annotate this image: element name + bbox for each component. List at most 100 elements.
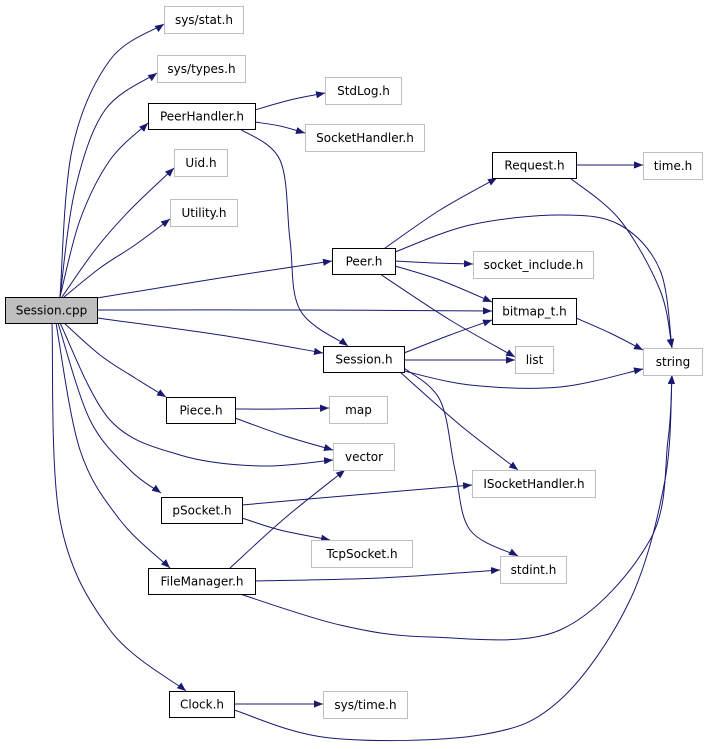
node-box [166, 397, 236, 424]
node-box [305, 124, 425, 152]
node-label: Session.h [335, 353, 392, 367]
node-isockethandler: ISocketHandler.h [472, 470, 596, 498]
node-box [333, 443, 395, 471]
node-box [157, 55, 246, 83]
node-box [174, 149, 228, 177]
node-box [148, 568, 256, 595]
edge-session_cpp-to-uid [61, 167, 175, 298]
node-piece[interactable]: Piece.h [166, 397, 236, 424]
edge-session_cpp-to-vector [59, 322, 334, 467]
edge-layer [51, 23, 676, 742]
node-layer: Session.cpp sys/stat.h sys/types.hPeerHand… [5, 6, 703, 719]
node-label: FileManager.h [161, 575, 244, 589]
edge-peerhandler-to-stdlog [254, 91, 326, 111]
node-list: list [515, 346, 554, 374]
node-peerhandler[interactable]: PeerHandler.h [148, 103, 256, 130]
node-label: PeerHandler.h [160, 110, 244, 124]
node-request[interactable]: Request.h [492, 152, 577, 179]
edge-clock-to-string [233, 374, 675, 742]
edge-session_h-to-bitmap [403, 319, 493, 354]
node-string: string [643, 348, 703, 376]
node-session_h[interactable]: Session.h [323, 346, 405, 373]
node-label: string [656, 355, 690, 369]
node-box [161, 497, 243, 524]
node-label: bitmap_t.h [502, 305, 566, 319]
node-sys_types: sys/types.h [157, 55, 246, 83]
edge-request-to-string [569, 177, 674, 349]
node-label: stdint.h [511, 563, 557, 577]
node-bitmap[interactable]: bitmap_t.h [492, 298, 577, 325]
node-label: Session.cpp [16, 304, 87, 318]
node-label: Clock.h [180, 698, 224, 712]
edge-peer-to-request [384, 177, 498, 249]
node-label: vector [345, 450, 383, 464]
node-time_h: time.h [643, 152, 703, 180]
edge-peer-to-socket_include [394, 260, 474, 268]
node-label: pSocket.h [172, 504, 231, 518]
node-box [332, 248, 396, 275]
node-map: map [329, 396, 388, 424]
node-box [164, 6, 244, 34]
edge-filemanager-to-string [239, 374, 676, 641]
node-box [323, 691, 408, 719]
node-label: socket_include.h [484, 258, 584, 272]
node-sockethandler: SocketHandler.h [305, 124, 425, 152]
edge-session_cpp-to-piece [63, 322, 167, 398]
node-label: ISocketHandler.h [483, 477, 584, 491]
edge-piece-to-map [234, 404, 330, 412]
edge-session_cpp-to-sys_stat [59, 23, 165, 298]
node-utility: Utility.h [170, 199, 238, 227]
node-box [169, 691, 235, 718]
node-box [5, 297, 98, 324]
node-label: map [345, 403, 372, 417]
node-clock[interactable]: Clock.h [169, 691, 235, 718]
node-sys_time: sys/time.h [323, 691, 408, 719]
edge-session_h-to-isockethandler [399, 371, 519, 471]
node-session_cpp[interactable]: Session.cpp [5, 297, 98, 324]
node-box [515, 346, 554, 374]
node-box [472, 470, 596, 498]
edge-session_cpp-to-sys_types [59, 72, 158, 298]
edge-peer-to-bitmap [394, 265, 493, 303]
node-label: time.h [654, 159, 693, 173]
node-box [329, 396, 388, 424]
edge-peer-to-string [394, 214, 675, 349]
edge-session_cpp-to-clock [51, 322, 187, 692]
node-tcpsocket: TcpSocket.h [311, 540, 413, 568]
node-stdint: stdint.h [500, 556, 567, 584]
edge-bitmap-to-string [575, 317, 644, 351]
node-box [323, 346, 405, 373]
edge-session_cpp-to-utility [63, 218, 171, 298]
node-peer[interactable]: Peer.h [332, 248, 396, 275]
node-filemanager[interactable]: FileManager.h [148, 568, 256, 595]
edge-peerhandler-to-session_h [239, 128, 349, 347]
node-box [500, 556, 567, 584]
node-label: TcpSocket.h [325, 547, 397, 561]
edge-session_cpp-to-filemanager [55, 322, 171, 569]
edge-peerhandler-to-sockethandler [254, 121, 306, 134]
node-label: Peer.h [346, 255, 383, 269]
node-uid: Uid.h [174, 149, 228, 177]
node-label: StdLog.h [337, 84, 390, 98]
edge-session_cpp-to-session_h [96, 317, 324, 355]
node-psocket[interactable]: pSocket.h [161, 497, 243, 524]
node-label: sys/stat.h [175, 13, 233, 27]
node-label: sys/time.h [334, 698, 396, 712]
node-box [492, 152, 577, 179]
node-box [643, 348, 703, 376]
edge-session_h-to-string [403, 367, 644, 389]
node-label: Uid.h [185, 156, 216, 170]
node-label: Piece.h [179, 404, 222, 418]
edge-session_cpp-to-psocket [57, 322, 162, 494]
node-box [311, 540, 413, 568]
node-box [170, 199, 238, 227]
node-sys_stat: sys/stat.h [164, 6, 244, 34]
node-label: Utility.h [181, 206, 226, 220]
node-label: Request.h [504, 159, 564, 173]
edge-psocket-to-tcpsocket [241, 517, 331, 542]
edge-filemanager-to-stdint [254, 566, 501, 582]
edge-session_h-to-stdint [403, 367, 519, 557]
edge-peer-to-list [379, 273, 516, 358]
node-box [492, 298, 577, 325]
